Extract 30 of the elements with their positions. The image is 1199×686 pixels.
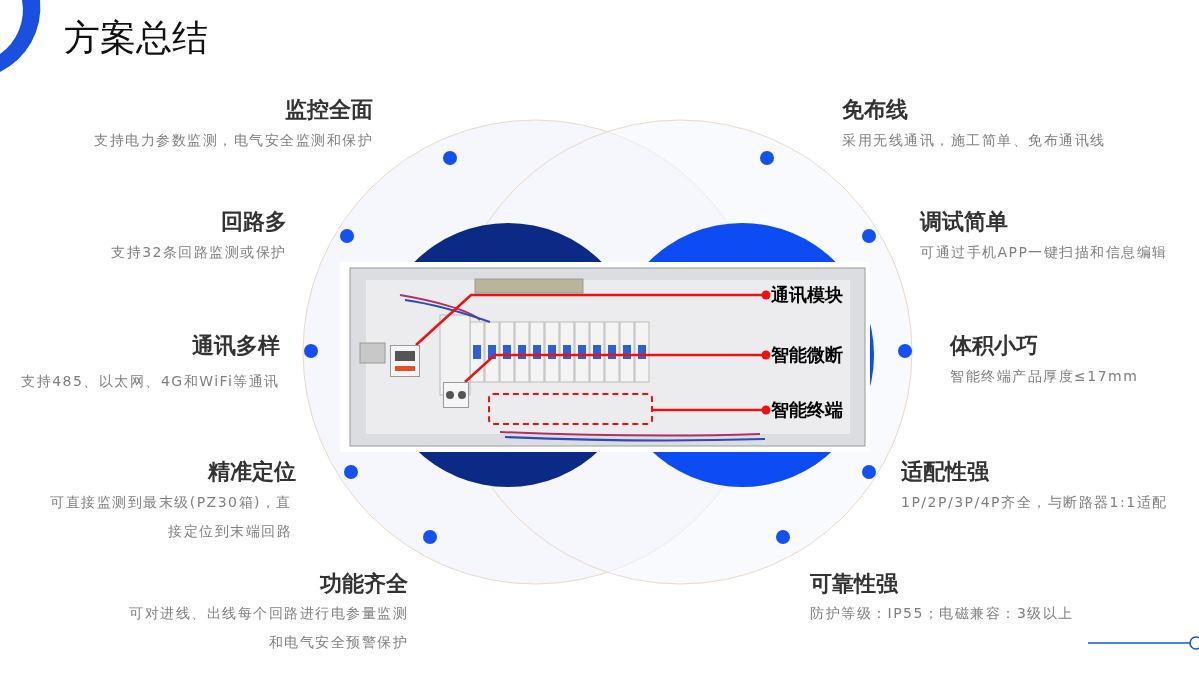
feature-description: 支持电力参数监测，电气安全监测和保护 — [93, 131, 373, 150]
highlight-frame — [488, 393, 653, 425]
feature-heading: 适配性强 — [901, 458, 989, 486]
feature-heading: 精准定位 — [208, 458, 296, 486]
slide-title: 方案总结 — [64, 16, 208, 60]
feature-description: 支持32条回路监测或保护 — [110, 243, 287, 262]
feature-heading: 调试简单 — [920, 208, 1008, 236]
feature-description: 可通过手机APP一键扫描和信息编辑 — [920, 243, 1169, 262]
feature-heading: 体积小巧 — [950, 332, 1038, 360]
leader-line — [415, 290, 771, 346]
callout-label: 智能微断 — [771, 343, 861, 367]
leader-line — [653, 405, 771, 415]
feature-description: 1P/2P/3P/4P齐全，与断路器1:1适配 — [901, 493, 1169, 512]
feature-description: 防护等级：IP55；电磁兼容：3级以上 — [810, 604, 1075, 623]
breaker-drawing — [443, 382, 469, 408]
feature-heading: 回路多 — [221, 208, 287, 236]
feature-description: 可直接监测到最末级(PZ30箱)，直接定位到末端回路 — [49, 493, 292, 541]
callout-label: 智能终端 — [771, 398, 861, 422]
leader-line — [464, 350, 771, 383]
feature-description: 可对进线、出线每个回路进行电参量监测和电气安全预警保护 — [128, 604, 408, 652]
feature-heading: 功能齐全 — [320, 570, 408, 598]
feature-heading: 可靠性强 — [810, 570, 898, 598]
feature-description: 智能终端产品厚度≤17mm — [950, 367, 1140, 386]
feature-heading: 监控全面 — [285, 96, 373, 124]
callout-label: 通讯模块 — [771, 283, 861, 307]
meter-module-drawing — [390, 345, 420, 377]
feature-heading: 通讯多样 — [192, 332, 280, 360]
feature-description: 采用无线通讯，施工简单、免布通讯线 — [842, 131, 1107, 150]
feature-description: 支持485、以太网、4G和WiFi等通讯 — [20, 372, 280, 391]
feature-heading: 免布线 — [842, 96, 908, 124]
